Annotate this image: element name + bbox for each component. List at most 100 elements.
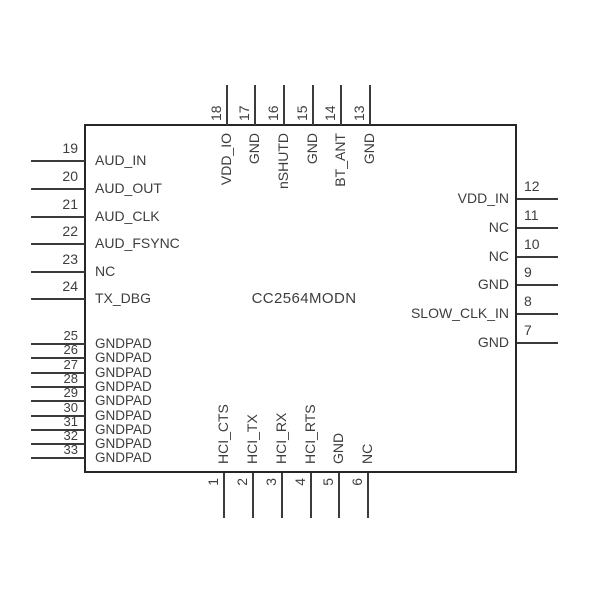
pin-31-line xyxy=(31,429,85,431)
pin-17-line xyxy=(254,85,256,125)
pin-10-number: 10 xyxy=(524,236,540,252)
pin-27-label: GNDPAD xyxy=(95,365,152,380)
pin-27-line xyxy=(31,372,85,374)
pin-13-number: 13 xyxy=(351,105,367,121)
pin-5-number: 5 xyxy=(320,478,336,486)
pin-18-number: 18 xyxy=(208,105,224,121)
pin-20-line xyxy=(31,188,85,190)
pin-3-line xyxy=(281,473,283,518)
pin-1-line xyxy=(223,473,225,518)
pin-32-number: 32 xyxy=(63,428,78,443)
pin-32-label: GNDPAD xyxy=(95,436,152,451)
pin-26-number: 26 xyxy=(63,342,78,357)
pin-28-label: GNDPAD xyxy=(95,379,152,394)
pin-8-line xyxy=(517,313,558,315)
pin-18-line xyxy=(226,85,228,125)
pin-12-number: 12 xyxy=(524,178,540,194)
pin-16-number: 16 xyxy=(265,105,281,121)
pin-19-number: 19 xyxy=(62,140,78,156)
pin-10-label: NC xyxy=(488,248,509,264)
pin-11-label: NC xyxy=(488,219,509,235)
pin-3-label: HCI_RX xyxy=(273,412,289,464)
pin-15-number: 15 xyxy=(294,105,310,121)
pin-15-line xyxy=(312,85,314,125)
pin-15-label: GND xyxy=(304,133,320,165)
pin-30-label: GNDPAD xyxy=(95,408,152,423)
pin-9-line xyxy=(517,284,558,286)
pin-23-number: 23 xyxy=(62,251,78,267)
pin-14-number: 14 xyxy=(322,105,338,121)
pin-4-number: 4 xyxy=(292,478,308,486)
pin-22-number: 22 xyxy=(62,223,78,239)
pin-32-line xyxy=(31,443,85,445)
pin-22-label: AUD_FSYNC xyxy=(95,235,180,251)
pin-23-line xyxy=(31,271,85,273)
pin-23-label: NC xyxy=(95,263,116,279)
pin-10-line xyxy=(517,256,558,258)
pin-33-line xyxy=(31,457,85,459)
pin-31-label: GNDPAD xyxy=(95,422,152,437)
pin-13-line xyxy=(369,85,371,125)
pin-17-label: GND xyxy=(246,133,262,165)
pin-8-label: SLOW_CLK_IN xyxy=(410,305,509,321)
pin-2-number: 2 xyxy=(234,478,250,486)
pin-16-label: nSHUTD xyxy=(275,133,291,190)
pin-25-number: 25 xyxy=(63,328,78,343)
pin-17-number: 17 xyxy=(236,105,252,121)
pin-21-label: AUD_CLK xyxy=(95,208,160,224)
pin-5-line xyxy=(338,473,340,518)
pin-16-line xyxy=(283,85,285,125)
pin-13-label: GND xyxy=(361,133,377,165)
pin-3-number: 3 xyxy=(263,478,279,486)
pin-1-number: 1 xyxy=(205,478,221,486)
pin-11-number: 11 xyxy=(524,207,539,223)
pin-12-label: VDD_IN xyxy=(457,190,509,206)
pin-27-number: 27 xyxy=(63,357,78,372)
pin-5-label: GND xyxy=(330,432,346,464)
pin-21-number: 21 xyxy=(62,196,78,212)
pin-26-line xyxy=(31,357,85,359)
pin-2-label: HCI_TX xyxy=(244,414,260,464)
pin-19-line xyxy=(31,160,85,162)
pin-14-label: BT_ANT xyxy=(332,133,348,187)
pin-29-line xyxy=(31,400,85,402)
pin-4-label: HCI_RTS xyxy=(302,404,318,464)
pin-6-line xyxy=(367,473,369,518)
pin-26-label: GNDPAD xyxy=(95,350,152,365)
pin-19-label: AUD_IN xyxy=(95,152,147,168)
pin-1-label: HCI_CTS xyxy=(215,404,231,464)
pin-20-number: 20 xyxy=(62,168,78,184)
pin-31-number: 31 xyxy=(63,414,78,429)
pin-29-number: 29 xyxy=(63,385,78,400)
pin-7-label: GND xyxy=(477,334,509,350)
pin-18-label: VDD_IO xyxy=(218,133,234,186)
pin-7-line xyxy=(517,342,558,344)
pin-30-number: 30 xyxy=(63,400,78,415)
pin-33-number: 33 xyxy=(63,442,78,457)
pin-2-line xyxy=(252,473,254,518)
pin-4-line xyxy=(310,473,312,518)
pin-28-number: 28 xyxy=(63,371,78,386)
chip-title: CC2564MODN xyxy=(251,290,357,307)
pin-24-line xyxy=(31,298,85,300)
pin-24-number: 24 xyxy=(62,278,78,294)
pin-11-line xyxy=(517,227,558,229)
pin-29-label: GNDPAD xyxy=(95,393,152,408)
pin-20-label: AUD_OUT xyxy=(95,180,162,196)
pin-28-line xyxy=(31,386,85,388)
pin-6-number: 6 xyxy=(349,478,365,486)
pin-9-label: GND xyxy=(477,276,509,292)
pin-12-line xyxy=(517,198,558,200)
pin-30-line xyxy=(31,415,85,417)
pin-25-label: GNDPAD xyxy=(95,336,152,351)
chip-body xyxy=(84,124,517,473)
pin-22-line xyxy=(31,243,85,245)
pin-7-number: 7 xyxy=(524,322,532,338)
pin-25-line xyxy=(31,343,85,345)
pin-33-label: GNDPAD xyxy=(95,450,152,465)
pin-14-line xyxy=(340,85,342,125)
pin-24-label: TX_DBG xyxy=(95,290,152,306)
pin-21-line xyxy=(31,216,85,218)
pin-6-label: NC xyxy=(359,443,375,464)
